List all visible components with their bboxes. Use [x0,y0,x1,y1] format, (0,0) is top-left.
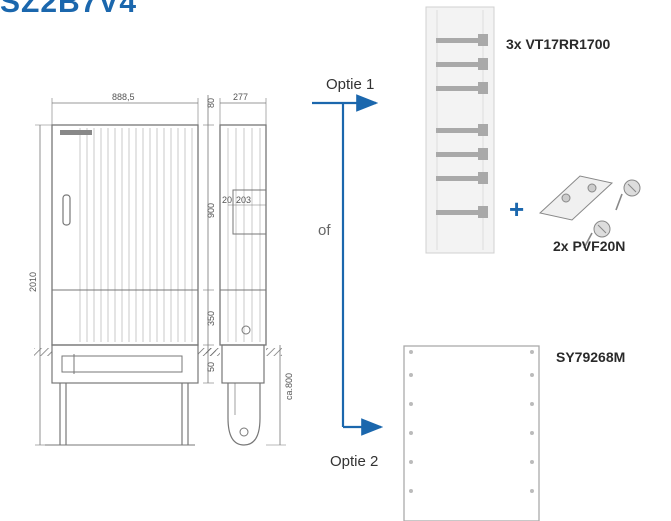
dim-side-a: 20 [222,195,232,205]
product-title: SZ2B7V4 [0,0,138,19]
dim-plinth: 50 [206,362,216,372]
part-sy79268m-label: SY79268M [556,349,626,365]
part-vt17rr1700-label: 3x VT17RR1700 [506,36,611,52]
dim-side-b: 203 [236,195,251,205]
option-2-label: Optie 2 [330,453,379,470]
cabinet-front-view [34,95,216,446]
dim-upper-section: 900 [206,203,216,218]
door-handle [62,194,71,226]
cabinet-front-ribs [79,128,193,342]
plus-sign: + [509,194,525,224]
dim-width: 888,5 [112,92,135,102]
dim-height-total: 2010 [28,272,38,292]
or-label: of [318,222,331,239]
option-1-label: Optie 1 [326,76,375,93]
option-arrows [312,94,384,436]
cabinet-side-view [206,98,286,446]
rail-panel-image [425,6,495,254]
cabinet-front-body [51,124,199,346]
dim-ground-depth: ca.800 [284,373,294,400]
ground-hatch-left [34,348,52,356]
part-pvf20n-label: 2x PVF20N [553,238,626,254]
bracket-screws-image [538,175,641,249]
mounting-plate-image [403,345,540,521]
dim-lower-section: 350 [206,311,216,326]
cabinet-plinth [51,344,199,384]
dim-depth: 277 [233,92,248,102]
dim-top-height: 80 [206,98,216,108]
